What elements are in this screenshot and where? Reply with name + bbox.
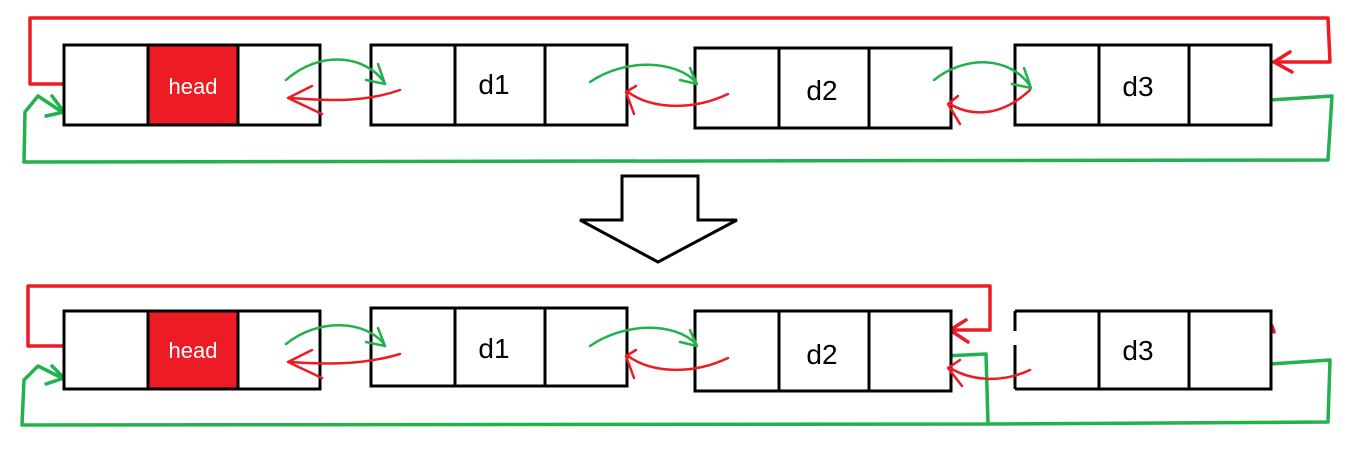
after-prev-link-d1-head — [288, 352, 402, 365]
before-next-arrowhead-head-d1 — [364, 62, 387, 86]
before-prev-arrowhead-d3-d2 — [946, 94, 962, 126]
node-label: d1 — [478, 69, 509, 100]
after-head-prev-wire — [26, 284, 992, 348]
before-tail-next-wire — [22, 94, 1334, 164]
before-node-d2: d2 — [693, 46, 953, 130]
before-node-d1: d1 — [369, 43, 629, 127]
before-next-link-d2-d3 — [932, 61, 1032, 88]
after-prev-arrowhead-d2-d1 — [624, 348, 638, 380]
node-label: d3 — [1122, 71, 1153, 102]
before-node-head: head — [62, 43, 322, 127]
before-prev-link-d1-head — [288, 88, 402, 102]
before-next-link-d1-d2 — [588, 63, 698, 84]
node-label: head — [169, 338, 218, 363]
node-label: d2 — [806, 75, 837, 106]
after-next-link-head-d1 — [284, 324, 386, 346]
after-prev-link-d2-d1 — [626, 354, 730, 372]
before-node-d3: d3 — [1013, 43, 1273, 127]
before-prev-link-d3-d2 — [948, 88, 1032, 114]
after-node-head: head — [62, 309, 322, 391]
before-next-arrowhead-d1-d2 — [678, 66, 699, 86]
after-node-d2: d2 — [693, 309, 953, 393]
before-head-prev-wire — [28, 16, 1332, 86]
before-prev-arrowhead-d2-d1 — [624, 84, 638, 116]
after-list: head d1 d2 d3 — [20, 284, 1332, 427]
node-label: d2 — [806, 339, 837, 370]
before-prev-arrowhead-d1-head — [286, 84, 324, 116]
before-prev-link-d2-d1 — [626, 90, 730, 108]
after-next-link-d1-d2 — [588, 326, 698, 348]
before-next-arrowhead-d2-d3 — [1010, 66, 1033, 90]
down-arrow-icon — [579, 174, 738, 264]
after-next-arrowhead-head-d1 — [364, 326, 387, 348]
node-label: head — [169, 74, 218, 99]
after-tail-next-wire — [20, 352, 990, 427]
after-next-arrowhead-d1-d2 — [678, 328, 699, 348]
after-prev-link-d3-d2-remnant — [948, 366, 1032, 381]
before-list: head d1 d2 d3 — [22, 16, 1334, 164]
after-node-d3-detached: d3 — [1013, 309, 1273, 391]
before-head-prev-arrowhead — [1272, 50, 1294, 74]
after-d3-orphan-next-wire — [986, 358, 1332, 426]
after-node-d1: d1 — [369, 306, 629, 388]
before-next-link-head-d1 — [284, 58, 386, 84]
after-prev-arrowhead-d3-d2-remnant — [946, 358, 964, 388]
after-prev-arrowhead-d1-head — [286, 348, 324, 380]
node-label: d3 — [1122, 335, 1153, 366]
node-label: d1 — [478, 333, 509, 364]
